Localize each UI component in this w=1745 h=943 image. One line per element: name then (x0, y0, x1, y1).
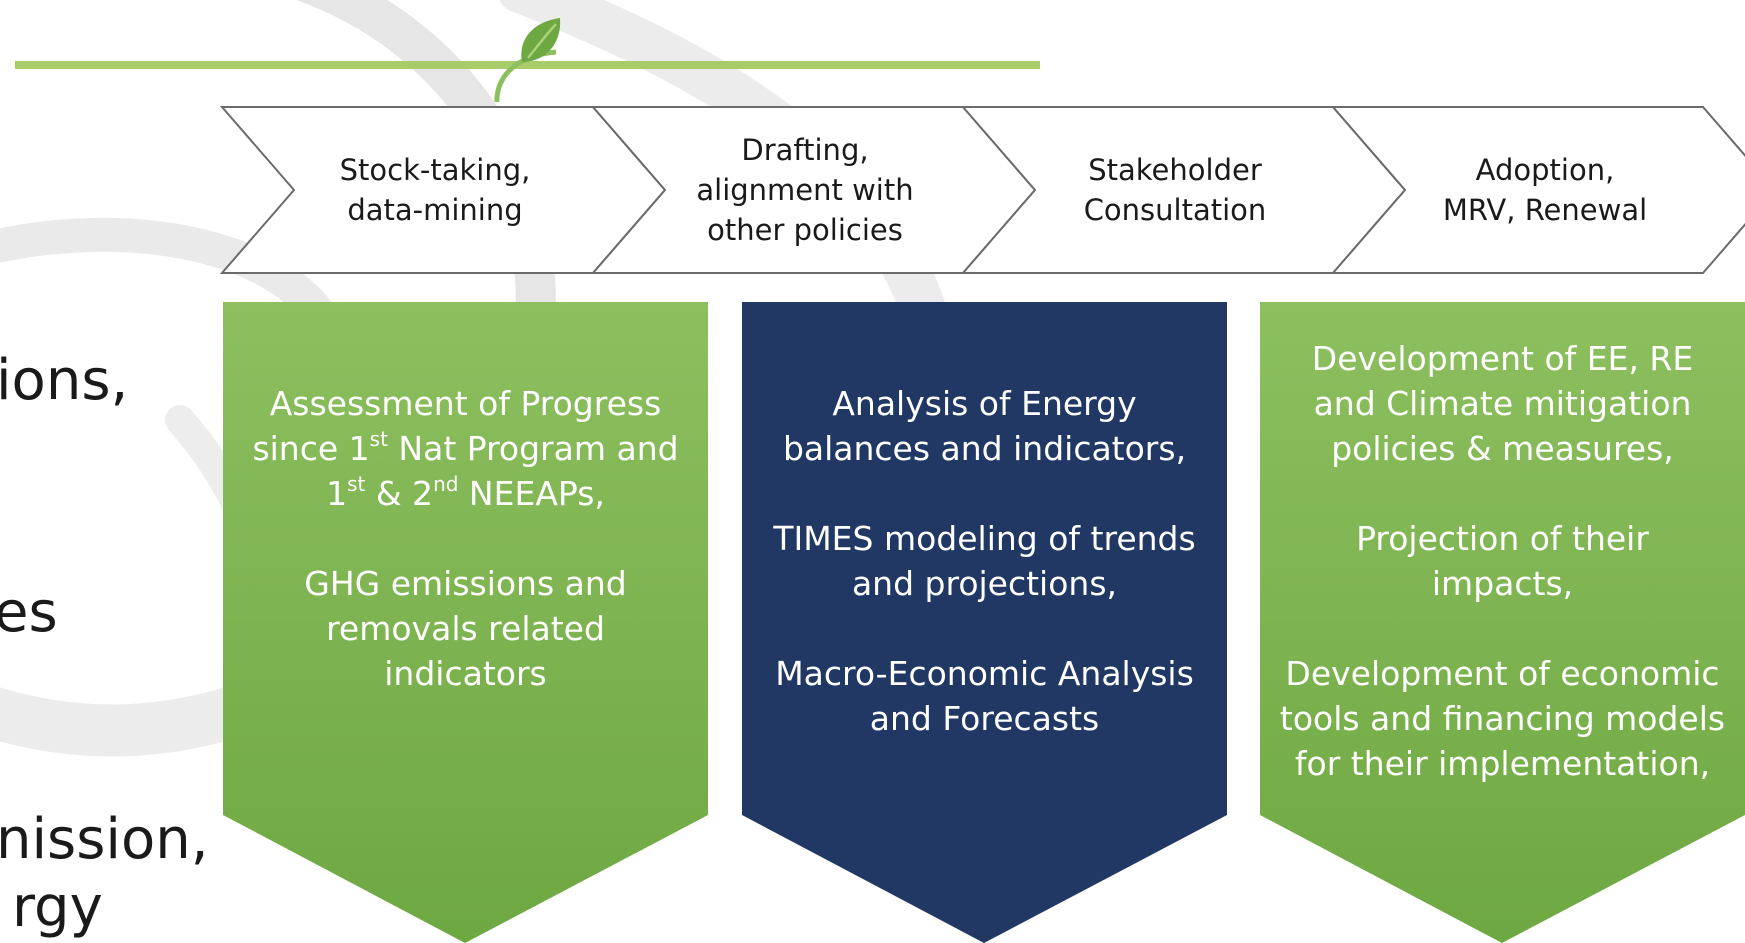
sprout-logo (494, 18, 561, 103)
box-policies: Development of EE, RE and Climate mitiga… (1270, 336, 1735, 786)
title-underline (15, 61, 1040, 69)
chevron-step-4 (1330, 106, 1745, 274)
box3-item-projection: Projection of their impacts, (1356, 519, 1649, 603)
step-label-2: Drafting, alignment with other policies (696, 133, 914, 247)
box3-item-development: Development of EE, RE and Climate mitiga… (1311, 339, 1694, 468)
box2-item-times-modeling: TIMES modeling of trends and projections… (773, 519, 1196, 603)
box-stocktaking: Assessment of Progress since 1st Nat Pro… (233, 381, 698, 696)
process-chevrons (219, 106, 1745, 274)
box2-item-macro-economic: Macro-Economic Analysis and Forecasts (775, 654, 1194, 738)
step-label-3: Stakeholder Consultation (1083, 153, 1267, 227)
box1-item-ghg: GHG emissions and removals related indic… (304, 564, 627, 693)
box1-item-progress: Assessment of Progress since 1st Nat Pro… (252, 384, 679, 513)
left-text-line-2: es (0, 580, 58, 645)
left-text-line-3: nission, (0, 807, 209, 872)
box-shape-1 (223, 302, 708, 943)
box-analysis: Analysis of Energy balances and indicato… (752, 381, 1217, 741)
left-text-line-4: rgy (12, 875, 103, 940)
box3-item-economic-tools: Development of economic tools and financ… (1279, 654, 1726, 783)
left-text-line-1: ions, (0, 348, 129, 413)
box-shape-3 (1260, 302, 1745, 943)
box-shape-2 (742, 302, 1227, 943)
step-label-4: Adoption, MRV, Renewal (1442, 153, 1648, 227)
box2-item-energy-balances: Analysis of Energy balances and indicato… (782, 384, 1187, 468)
step-label-1: Stock-taking, data-mining (339, 153, 531, 227)
